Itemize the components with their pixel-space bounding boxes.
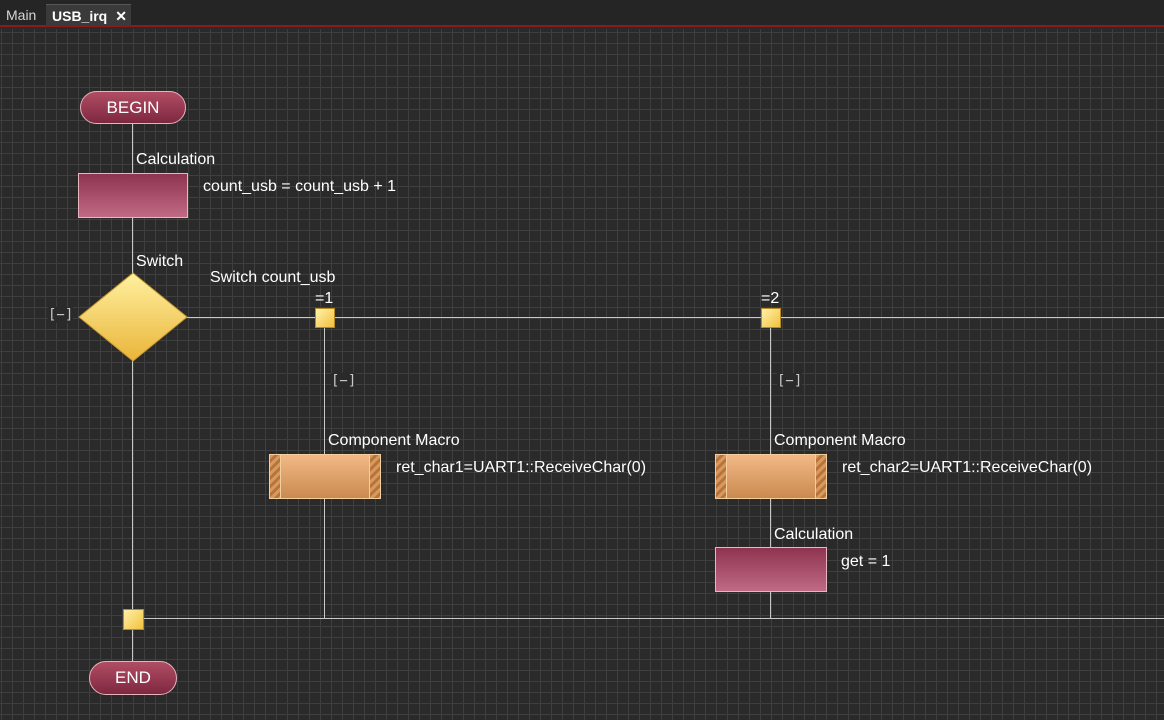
case2-macro-expression: ret_char2=UART1::ReceiveChar(0) xyxy=(842,459,1093,476)
case2-macro-title: Component Macro xyxy=(774,432,906,449)
macro-hatch-right xyxy=(369,455,380,498)
merge-line xyxy=(143,618,1164,619)
case2-calc-title: Calculation xyxy=(774,526,854,543)
switch-expression: Switch count_usb xyxy=(210,269,336,286)
case1-collapse-toggle[interactable]: [−] xyxy=(331,373,357,389)
case2-calc-block[interactable] xyxy=(715,547,827,592)
calc1-block[interactable] xyxy=(78,173,188,218)
flowchart-canvas[interactable]: BEGIN Calculation count_usb = count_usb … xyxy=(0,29,1164,720)
macro-hatch-right xyxy=(815,455,826,498)
case2-label: =2 xyxy=(761,290,780,307)
case1-macro-expression: ret_char1=UART1::ReceiveChar(0) xyxy=(396,459,647,476)
switch-branch-line xyxy=(187,317,1164,318)
switch-title: Switch xyxy=(136,253,184,270)
calc1-expression: count_usb = count_usb + 1 xyxy=(203,178,397,195)
case2-macro-block[interactable] xyxy=(715,454,827,499)
switch-collapse-toggle[interactable]: [−] xyxy=(48,307,74,323)
tab-bar: Main USB_irq ✕ xyxy=(0,0,1164,27)
tab-main[interactable]: Main xyxy=(6,7,37,23)
case2-calc-expression: get = 1 xyxy=(841,553,891,570)
macro-hatch-left xyxy=(716,455,727,498)
macro-hatch-left xyxy=(270,455,281,498)
calc1-title: Calculation xyxy=(136,151,216,168)
switch-decision[interactable] xyxy=(78,272,188,362)
tab-usb-irq[interactable]: USB_irq ✕ xyxy=(46,4,131,26)
case1-label: =1 xyxy=(315,290,334,307)
main-flow-line xyxy=(132,124,133,661)
case2-node[interactable] xyxy=(761,308,781,328)
case1-node[interactable] xyxy=(315,308,335,328)
case2-collapse-toggle[interactable]: [−] xyxy=(777,373,803,389)
close-icon[interactable]: ✕ xyxy=(115,8,127,24)
end-terminal[interactable]: END xyxy=(89,661,177,695)
merge-node[interactable] xyxy=(123,609,144,630)
tab-usb-irq-label: USB_irq xyxy=(52,8,108,24)
case1-macro-block[interactable] xyxy=(269,454,381,499)
case1-macro-title: Component Macro xyxy=(328,432,460,449)
begin-terminal[interactable]: BEGIN xyxy=(80,91,186,124)
